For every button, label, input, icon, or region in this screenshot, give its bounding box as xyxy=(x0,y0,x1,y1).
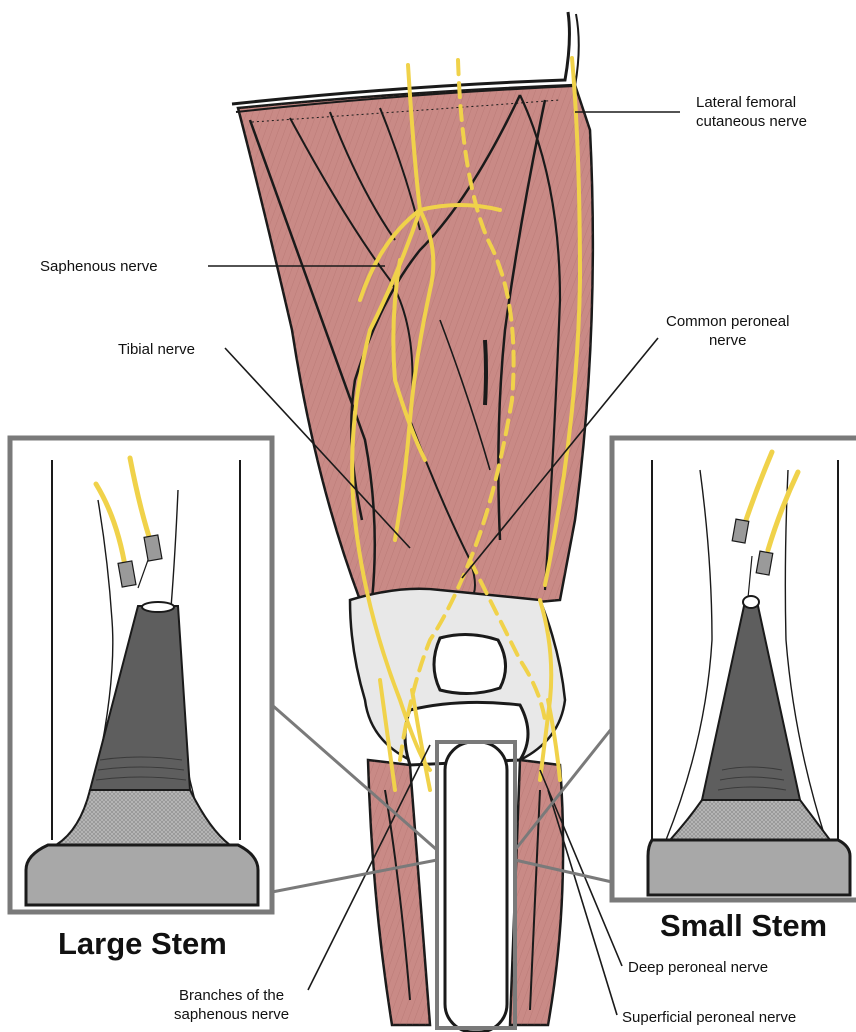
label-lateral-femoral-cutaneous-nerve: Lateral femoral cutaneous nerve xyxy=(696,93,807,131)
large-stem-inset xyxy=(10,438,272,912)
label-branches-saphenous-nerve: Branches of the saphenous nerve xyxy=(174,986,289,1024)
label-saphenous-nerve: Saphenous nerve xyxy=(40,257,158,276)
label-large-stem: Large Stem xyxy=(58,926,227,962)
label-superficial-peroneal-nerve: Superficial peroneal nerve xyxy=(622,1008,796,1027)
label-common-peroneal-nerve: Common peroneal nerve xyxy=(666,312,789,350)
lower-leg xyxy=(368,742,563,1032)
knee-joint xyxy=(350,589,565,765)
label-small-stem: Small Stem xyxy=(660,908,827,944)
label-tibial-nerve: Tibial nerve xyxy=(118,340,195,359)
small-stem-inset xyxy=(612,438,856,900)
label-deep-peroneal-nerve: Deep peroneal nerve xyxy=(628,958,768,977)
